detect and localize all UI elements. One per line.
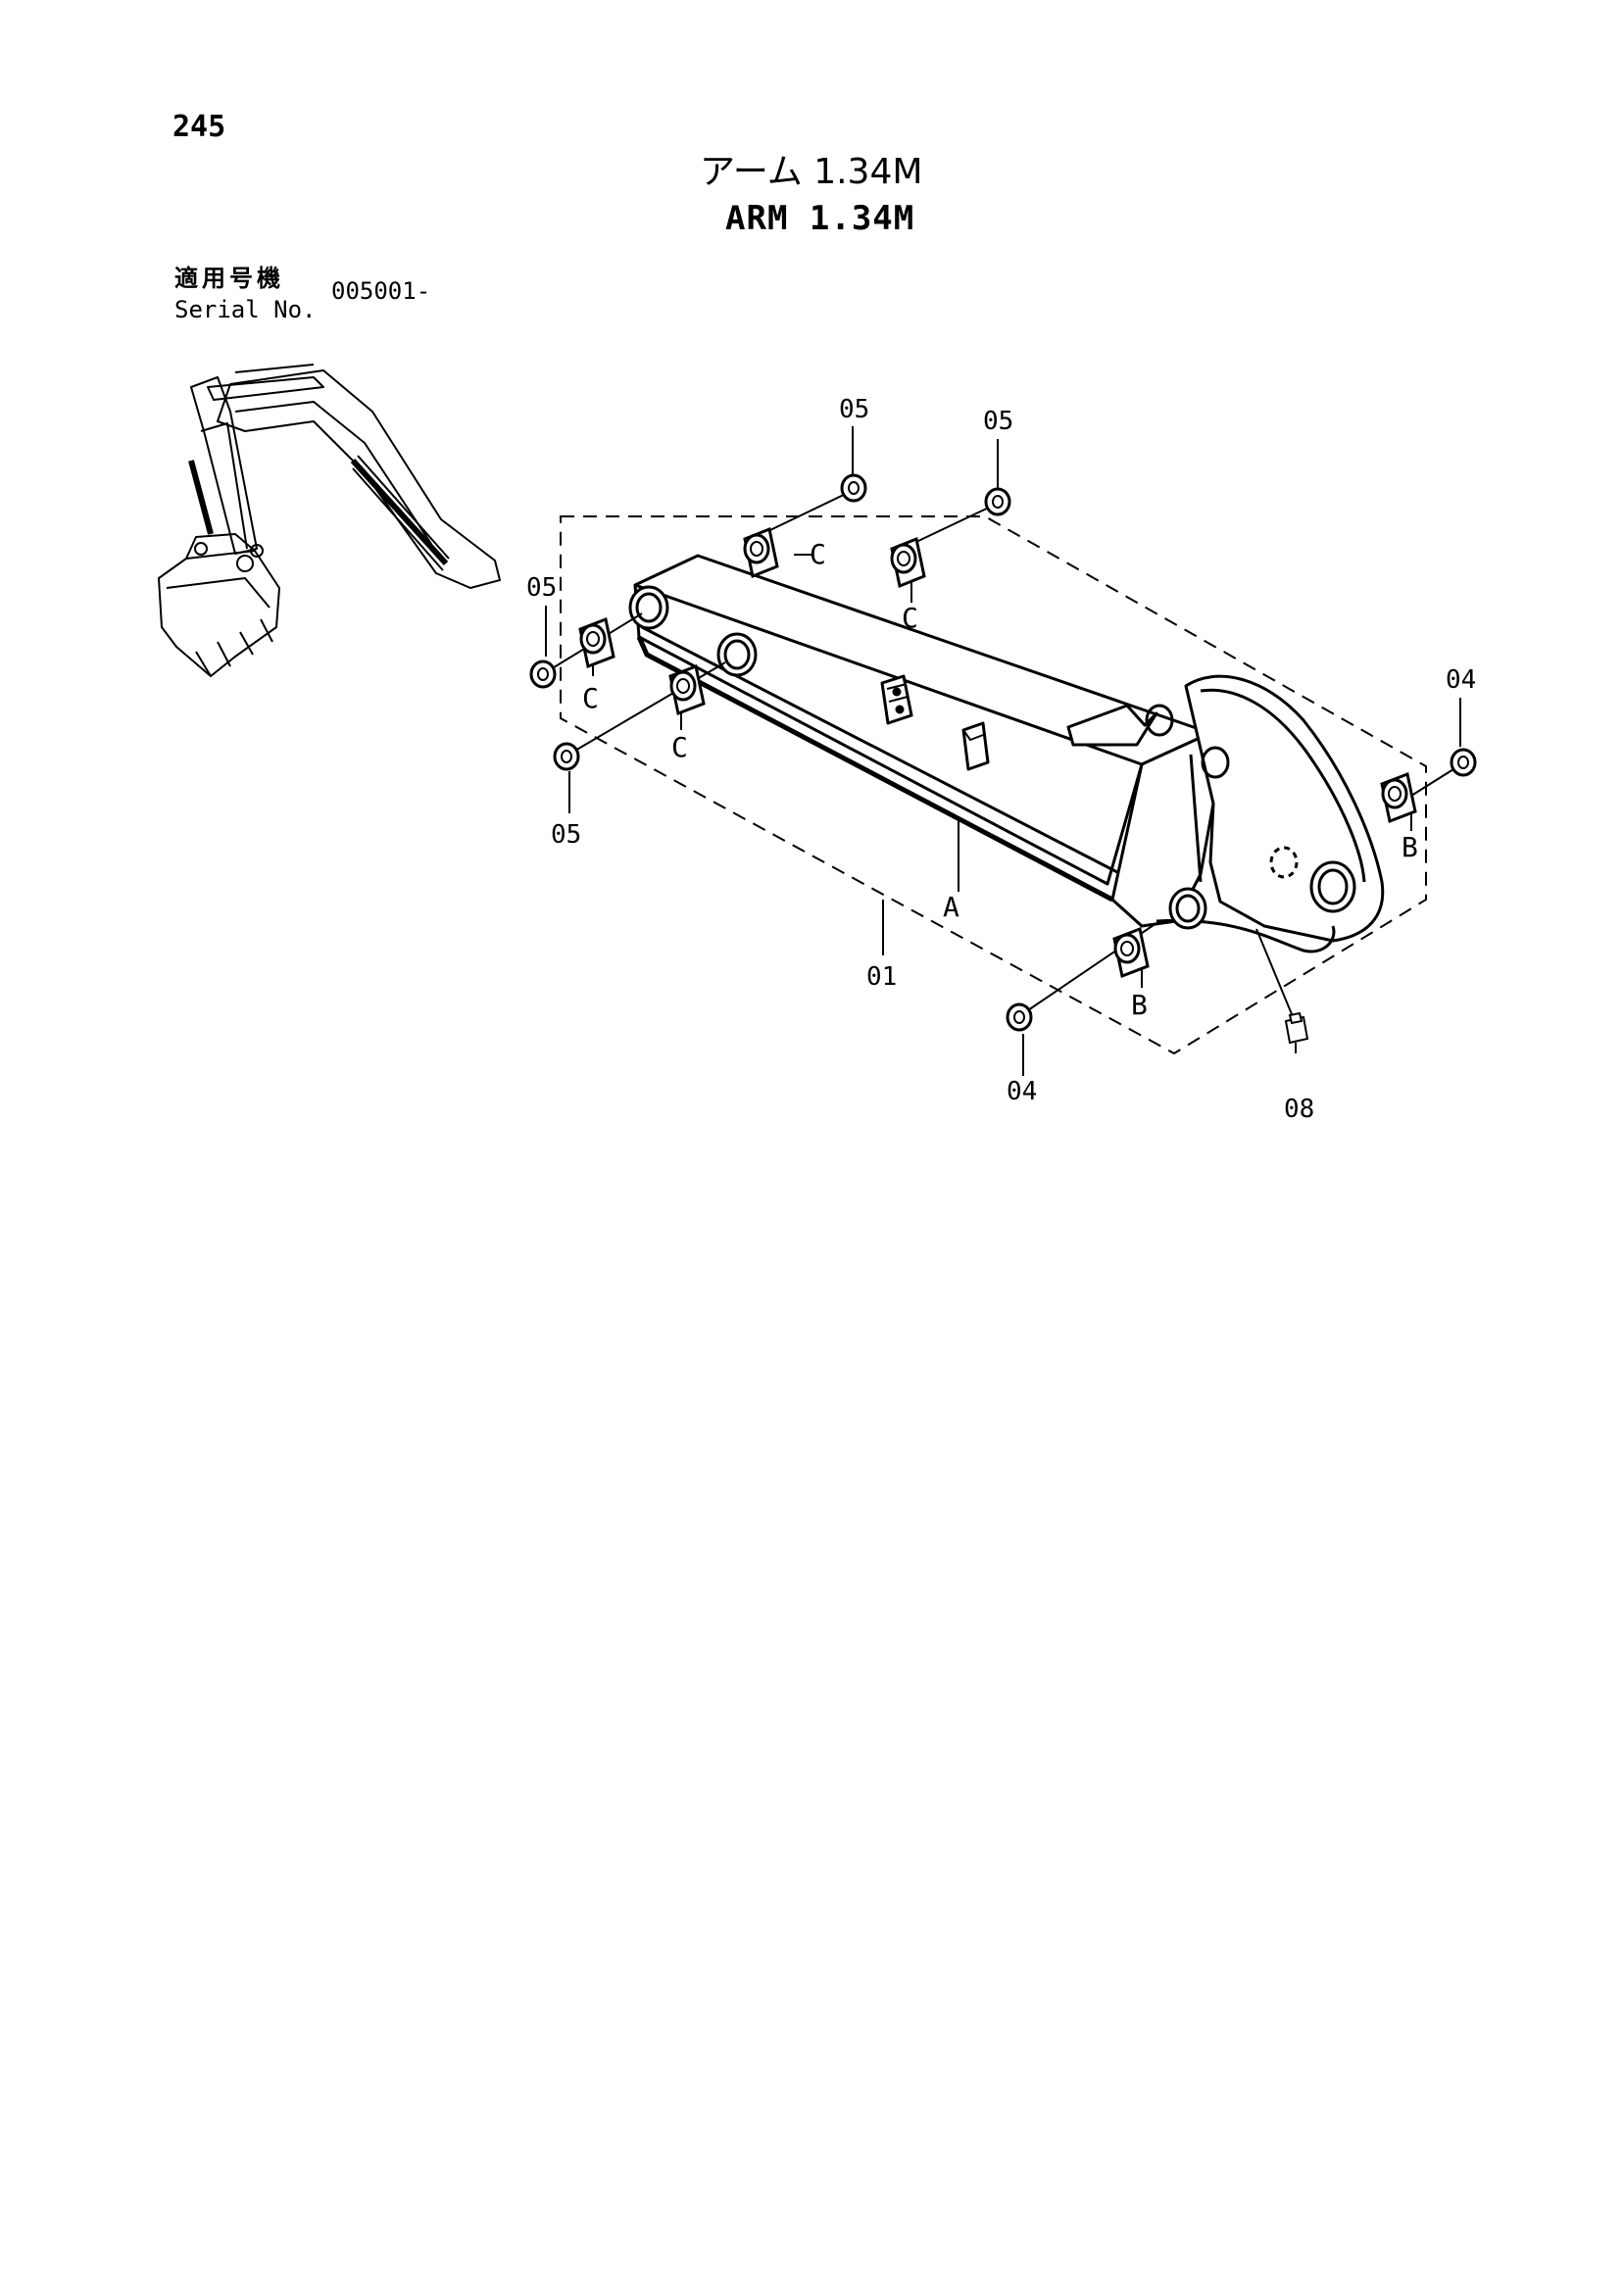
- callout-bushing-c-2: C: [902, 602, 918, 634]
- washer-05-top-1: [840, 473, 867, 503]
- washer-05-left-1: [529, 659, 557, 689]
- bushing-c-2: [890, 536, 926, 589]
- callout-washer-05-top-2: 05: [983, 407, 1013, 436]
- title-english: ARM 1.34M: [725, 199, 915, 238]
- excavator-thumbnail: [158, 364, 501, 677]
- bushing-c-3: [578, 616, 615, 669]
- callout-washer-04-right: 04: [1446, 665, 1476, 695]
- serial-number-value: 005001-: [331, 277, 431, 305]
- callout-bushing-c-4: C: [671, 731, 688, 763]
- arm-body: [628, 554, 1385, 953]
- callout-washer-04-bottom: 04: [1007, 1077, 1037, 1106]
- washer-04-right: [1450, 748, 1477, 777]
- callout-bushing-b-2: B: [1131, 989, 1148, 1021]
- serial-label-japanese: 適用号機: [174, 265, 284, 292]
- bushings: [578, 526, 1417, 979]
- serial-label-english: Serial No.: [174, 296, 317, 323]
- title-japanese: アーム 1.34M: [700, 152, 923, 192]
- washer-05-left-2: [553, 742, 580, 771]
- washers: [529, 473, 1477, 1032]
- callout-arm-body: A: [943, 891, 959, 923]
- callout-assembly: 01: [866, 962, 897, 992]
- callout-bushing-b-1: B: [1402, 831, 1418, 863]
- bushing-c-4: [668, 663, 706, 716]
- callout-bushing-c-3: C: [582, 682, 599, 714]
- callout-bushing-c-1: C: [810, 538, 826, 570]
- bushing-b-2: [1112, 926, 1150, 979]
- grease-fitting: [1284, 1011, 1309, 1053]
- callout-washer-05-left-1: 05: [526, 573, 557, 603]
- washer-05-top-2: [984, 487, 1011, 516]
- assembly-boundary: [560, 515, 1427, 1055]
- callout-washer-05-top-1: 05: [839, 395, 869, 424]
- washer-04-bottom: [1006, 1002, 1033, 1032]
- page-number: 245: [172, 110, 226, 144]
- bushing-b-1: [1380, 771, 1417, 824]
- bushing-c-1: [743, 526, 779, 579]
- callout-grease-fitting: 08: [1284, 1095, 1314, 1124]
- callout-washer-05-left-2: 05: [551, 820, 581, 850]
